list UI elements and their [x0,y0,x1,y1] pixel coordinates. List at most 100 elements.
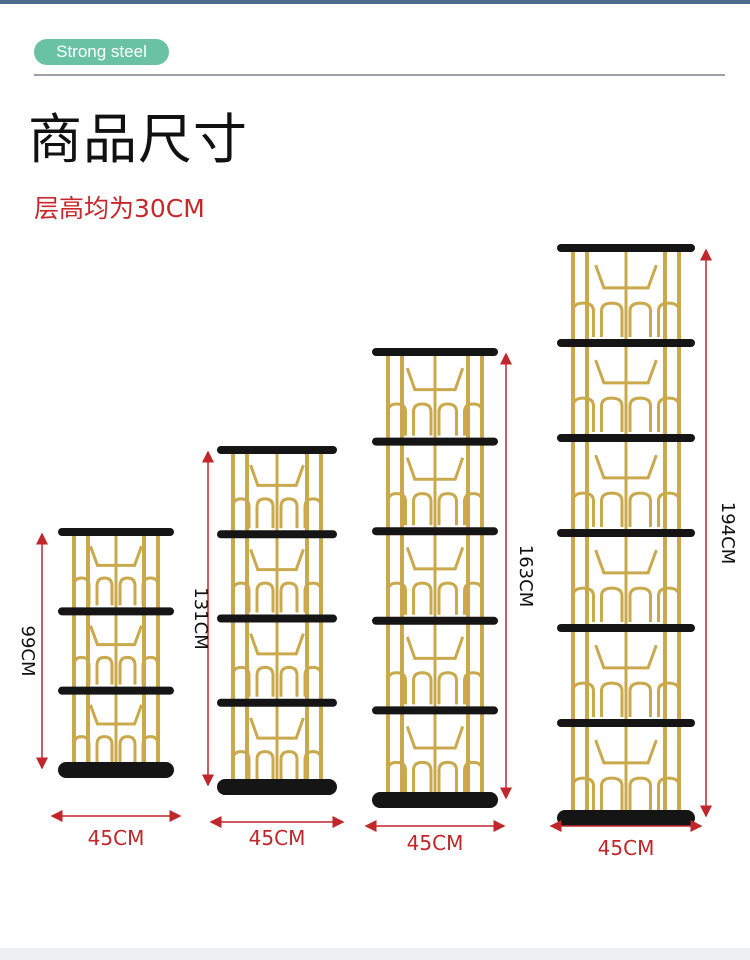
rack-rear-bar [89,545,143,567]
rack-arch-rail [279,497,299,529]
rack-arch-rail [600,681,624,717]
rack-rear-bar [249,717,305,740]
rack-shelf [217,698,337,707]
rack-arch-rail [600,301,624,337]
rack-arch-rail [118,655,137,685]
rack-shelf [557,624,695,632]
rack-arch-rail [657,586,681,622]
rack-rear-bar [594,739,658,765]
rack-shelf [372,437,498,446]
rack-arch-rail [386,581,407,615]
rack-shelf [58,607,174,616]
rack-arch-rail [412,671,433,705]
rack-arch-rail [141,655,160,685]
rack-arch-rail [600,586,624,622]
header-divider [34,74,725,76]
rack-arch-rail [628,491,652,527]
height-label: 163CM [515,545,536,607]
rack-shelf [557,434,695,442]
rack-rear-bar [405,546,465,571]
rack-rear-bar [249,548,305,572]
height-label: 131CM [190,587,211,649]
height-label: 99CM [17,625,38,676]
tier-height-note: 层高均为30CM [34,194,205,223]
rack-arch-rail [600,776,624,812]
rack-3: 163CM 45CM [364,348,536,855]
rack-arch-rail [95,655,114,685]
rack-arch-rail [600,396,624,432]
rack-arch-rail [571,776,595,812]
rack-arch-rail [255,750,275,781]
rack-arch-rail [72,576,91,606]
rack-rear-bar [594,644,658,670]
rack-arch-rail [231,581,251,613]
rack-shelf [557,244,695,252]
rack-arch-rail [303,497,323,529]
rack-arch-rail [386,760,407,794]
rack-rear-bar [89,625,143,647]
rack-rear-bar [594,264,658,290]
rack-arch-rail [571,396,595,432]
rack-arch-rail [600,491,624,527]
rack-arch-rail [657,396,681,432]
top-border [0,0,750,4]
rack-arch-rail [463,760,484,794]
rack-arch-rail [231,497,251,529]
rack-arch-rail [141,735,160,764]
rack-arch-rail [412,760,433,794]
rack-arch-rail [463,402,484,436]
rack-arch-rail [628,776,652,812]
rack-arch-rail [437,671,458,705]
rack-arch-rail [657,681,681,717]
rack-arch-rail [437,581,458,615]
rack-arch-rail [95,576,114,606]
rack-arch-rail [279,750,299,781]
rack-arch-rail [463,581,484,615]
rack-arch-rail [571,491,595,527]
rack-arch-rail [72,655,91,685]
rack-base [372,792,498,808]
rack-arch-rail [118,576,137,606]
rack-arch-rail [118,735,137,764]
page-title: 商品尺寸 [28,108,248,171]
rack-arch-rail [412,492,433,526]
width-label: 45CM [88,826,145,850]
width-label: 45CM [249,826,306,850]
rack-arch-rail [628,301,652,337]
rack-shelf [372,348,498,356]
rack-arch-rail [255,665,275,697]
rack-arch-rail [95,735,114,764]
height-label: 194CM [717,502,738,564]
rack-arch-rail [255,497,275,529]
rack-rear-bar [405,726,465,750]
rack-arch-rail [437,402,458,436]
rack-arch-rail [657,776,681,812]
rack-rear-bar [405,636,465,660]
rack-rear-bar [405,367,465,392]
rack-arch-rail [279,581,299,613]
rack-arch-rail [463,671,484,705]
rack-arch-rail [303,665,323,697]
rack-arch-rail [628,396,652,432]
rack-base [557,810,695,826]
rack-arch-rail [141,576,160,606]
rack-arch-rail [628,586,652,622]
rack-arch-rail [571,301,595,337]
rack-rear-bar [405,457,465,481]
rack-arch-rail [386,671,407,705]
width-label: 45CM [407,831,464,855]
rack-rear-bar [594,454,658,480]
rack-2: 131CM 45CM [190,446,345,850]
rack-rear-bar [594,549,658,575]
bottom-band [0,948,750,960]
rack-base [217,779,337,795]
rack-shelf [372,706,498,715]
rack-rear-bar [249,633,305,656]
rack-shelf [372,527,498,536]
rack-arch-rail [657,301,681,337]
rack-1: 99CM 45CM [17,528,182,850]
rack-shelf [217,530,337,539]
rack-rear-bar [594,359,658,385]
